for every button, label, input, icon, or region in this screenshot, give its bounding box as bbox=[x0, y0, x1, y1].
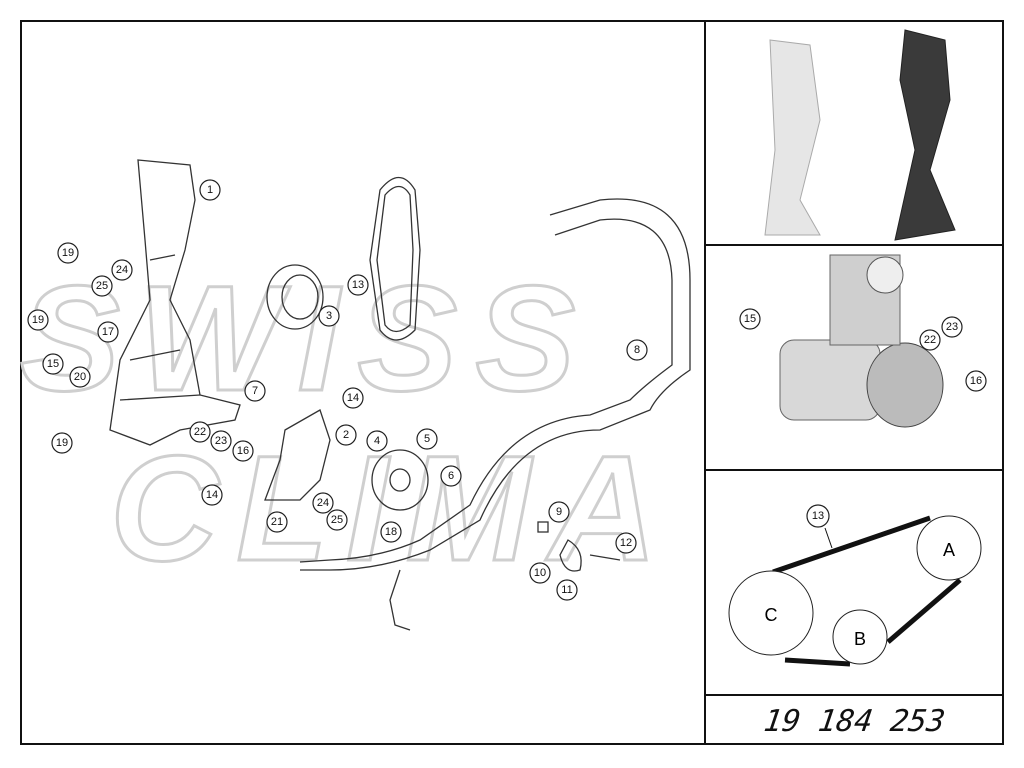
callout-main-23: 23 bbox=[210, 430, 232, 452]
belt-13 bbox=[369, 176, 421, 341]
pulley-a-label: A bbox=[943, 540, 955, 560]
callout-label: 18 bbox=[385, 526, 397, 538]
callout-main-19: 19 bbox=[57, 242, 79, 264]
callout-label: 22 bbox=[194, 426, 206, 438]
callout-main-19: 19 bbox=[51, 432, 73, 454]
compressor-bracket-part bbox=[264, 409, 331, 501]
callout-main-16: 16 bbox=[232, 440, 254, 462]
callout-main-2: 2 bbox=[335, 424, 357, 446]
callout-label: 19 bbox=[32, 314, 44, 326]
callout-label: 15 bbox=[47, 358, 59, 370]
callout-main-4: 4 bbox=[366, 430, 388, 452]
photo-bracket-comparison bbox=[764, 29, 956, 241]
pulley-b: B bbox=[832, 609, 888, 665]
callout-label: 15 bbox=[744, 313, 756, 325]
callout-label: 5 bbox=[424, 433, 430, 445]
callout-photo-16: 16 bbox=[965, 370, 987, 392]
callout-label: 11 bbox=[561, 584, 572, 596]
callout-label: 14 bbox=[347, 392, 359, 404]
clamp-parts bbox=[537, 521, 621, 572]
callout-label: 14 bbox=[206, 489, 218, 501]
callout-main-15: 15 bbox=[42, 353, 64, 375]
callout-label: 25 bbox=[331, 514, 343, 526]
callout-label: 7 bbox=[252, 385, 258, 397]
callout-label: 16 bbox=[970, 375, 982, 387]
callout-label: 23 bbox=[946, 321, 958, 333]
callout-label: 3 bbox=[326, 310, 332, 322]
callout-main-3: 3 bbox=[318, 305, 340, 327]
callout-main-20: 20 bbox=[69, 366, 91, 388]
callout-main-25: 25 bbox=[326, 509, 348, 531]
callout-main-21: 21 bbox=[266, 511, 288, 533]
pulley-3 bbox=[266, 264, 324, 330]
callout-label: 19 bbox=[56, 437, 68, 449]
callout-belt-label: 13 bbox=[812, 510, 824, 522]
watermark-line2: CLIMA bbox=[110, 424, 675, 592]
callout-main-13: 13 bbox=[347, 274, 369, 296]
callout-photo-23: 23 bbox=[941, 316, 963, 338]
callout-label: 24 bbox=[317, 497, 329, 509]
callout-label: 17 bbox=[102, 326, 114, 338]
callout-label: 6 bbox=[448, 470, 454, 482]
callout-label: 16 bbox=[237, 445, 249, 457]
callout-label: 4 bbox=[374, 435, 380, 447]
callout-photo-22: 22 bbox=[919, 329, 941, 351]
callout-label: 13 bbox=[352, 279, 364, 291]
bracket-part bbox=[109, 159, 241, 446]
callout-main-18: 18 bbox=[380, 521, 402, 543]
callout-label: 8 bbox=[634, 344, 640, 356]
photo-compressor-mounted bbox=[779, 254, 944, 428]
callout-label: 25 bbox=[96, 280, 108, 292]
panel-dividers bbox=[704, 20, 1004, 745]
callout-photo-15: 15 bbox=[739, 308, 761, 330]
callout-label: 10 bbox=[534, 567, 546, 579]
callout-label: 2 bbox=[343, 429, 349, 441]
callout-label: 12 bbox=[620, 537, 632, 549]
callout-label: 24 bbox=[116, 264, 128, 276]
callout-label: 23 bbox=[215, 435, 227, 447]
callout-main-8: 8 bbox=[626, 339, 648, 361]
callout-label: 21 bbox=[271, 516, 283, 528]
callout-main-6: 6 bbox=[440, 465, 462, 487]
callout-main-1: 1 bbox=[199, 179, 221, 201]
pulley-c: C bbox=[728, 570, 814, 656]
callout-label: 22 bbox=[924, 334, 936, 346]
idler-pulley-5 bbox=[371, 449, 429, 511]
callout-main-9: 9 bbox=[548, 501, 570, 523]
hose-8 bbox=[299, 198, 691, 631]
watermark: SWISS CLIMA bbox=[19, 253, 675, 594]
callout-main-14: 14 bbox=[342, 387, 364, 409]
callout-label: 19 bbox=[62, 247, 74, 259]
callout-belt: 13 bbox=[806, 504, 830, 528]
callout-main-22: 22 bbox=[189, 421, 211, 443]
part-number: 19 184 253 bbox=[761, 703, 948, 739]
callout-main-19: 19 bbox=[27, 309, 49, 331]
callout-main-25: 25 bbox=[91, 275, 113, 297]
pulley-b-label: B bbox=[854, 629, 866, 649]
callout-label: 9 bbox=[556, 506, 562, 518]
callout-main-24: 24 bbox=[111, 259, 133, 281]
callout-label: 1 bbox=[207, 184, 213, 196]
callout-label: 20 bbox=[74, 371, 86, 383]
callout-main-24: 24 bbox=[312, 492, 334, 514]
pulley-c-label: C bbox=[765, 605, 778, 625]
callout-main-10: 10 bbox=[529, 562, 551, 584]
callout-main-17: 17 bbox=[97, 321, 119, 343]
callout-main-7: 7 bbox=[244, 380, 266, 402]
callout-main-12: 12 bbox=[615, 532, 637, 554]
diagram-frame bbox=[20, 20, 1004, 745]
callout-main-11: 11 bbox=[556, 579, 578, 601]
belt-routing-diagram: A B C 13 bbox=[728, 504, 982, 667]
callout-main-14: 14 bbox=[201, 484, 223, 506]
callout-main-5: 5 bbox=[416, 428, 438, 450]
pulley-a: A bbox=[916, 515, 982, 581]
